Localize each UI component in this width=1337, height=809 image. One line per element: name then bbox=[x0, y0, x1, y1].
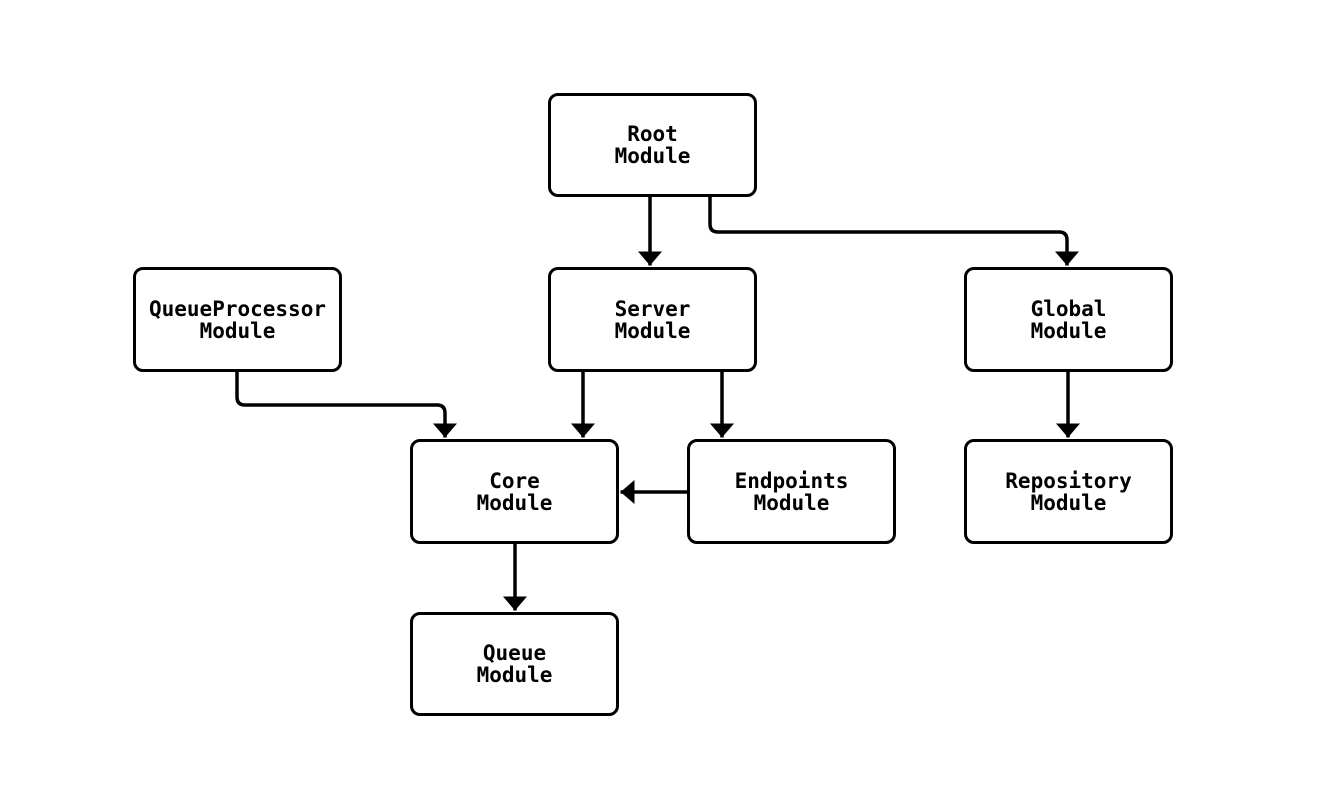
node-label: QueueProcessor bbox=[148, 296, 326, 321]
node-label: Module bbox=[476, 663, 553, 687]
node-label: Repository bbox=[1005, 468, 1132, 493]
node-label: Root bbox=[627, 122, 678, 146]
node-label: Endpoints bbox=[734, 468, 849, 493]
edge-root-to-global bbox=[708, 197, 1079, 266]
node-root-module: Root Module bbox=[548, 93, 757, 197]
node-label: Module bbox=[614, 144, 691, 168]
node-label: Server bbox=[614, 296, 691, 321]
node-label: Module bbox=[1030, 490, 1107, 515]
node-queueprocessor-module: QueueProcessor Module bbox=[133, 267, 342, 372]
node-label: Module bbox=[753, 490, 830, 515]
node-global-module: Global Module bbox=[964, 267, 1173, 372]
node-label: Module bbox=[614, 318, 691, 343]
node-label: Queue bbox=[482, 641, 547, 665]
node-repository-module: Repository Module bbox=[964, 439, 1173, 544]
node-queue-module: Queue Module bbox=[410, 612, 619, 716]
node-label: Core bbox=[489, 468, 540, 493]
node-label: Module bbox=[1030, 318, 1107, 343]
node-core-module: Core Module bbox=[410, 439, 619, 544]
edge-queueprocessor-to-core bbox=[235, 372, 457, 438]
node-endpoints-module: Endpoints Module bbox=[687, 439, 896, 544]
node-label: Module bbox=[476, 490, 553, 515]
node-server-module: Server Module bbox=[548, 267, 757, 372]
node-label: Global bbox=[1030, 296, 1107, 321]
node-label: Module bbox=[199, 318, 276, 343]
